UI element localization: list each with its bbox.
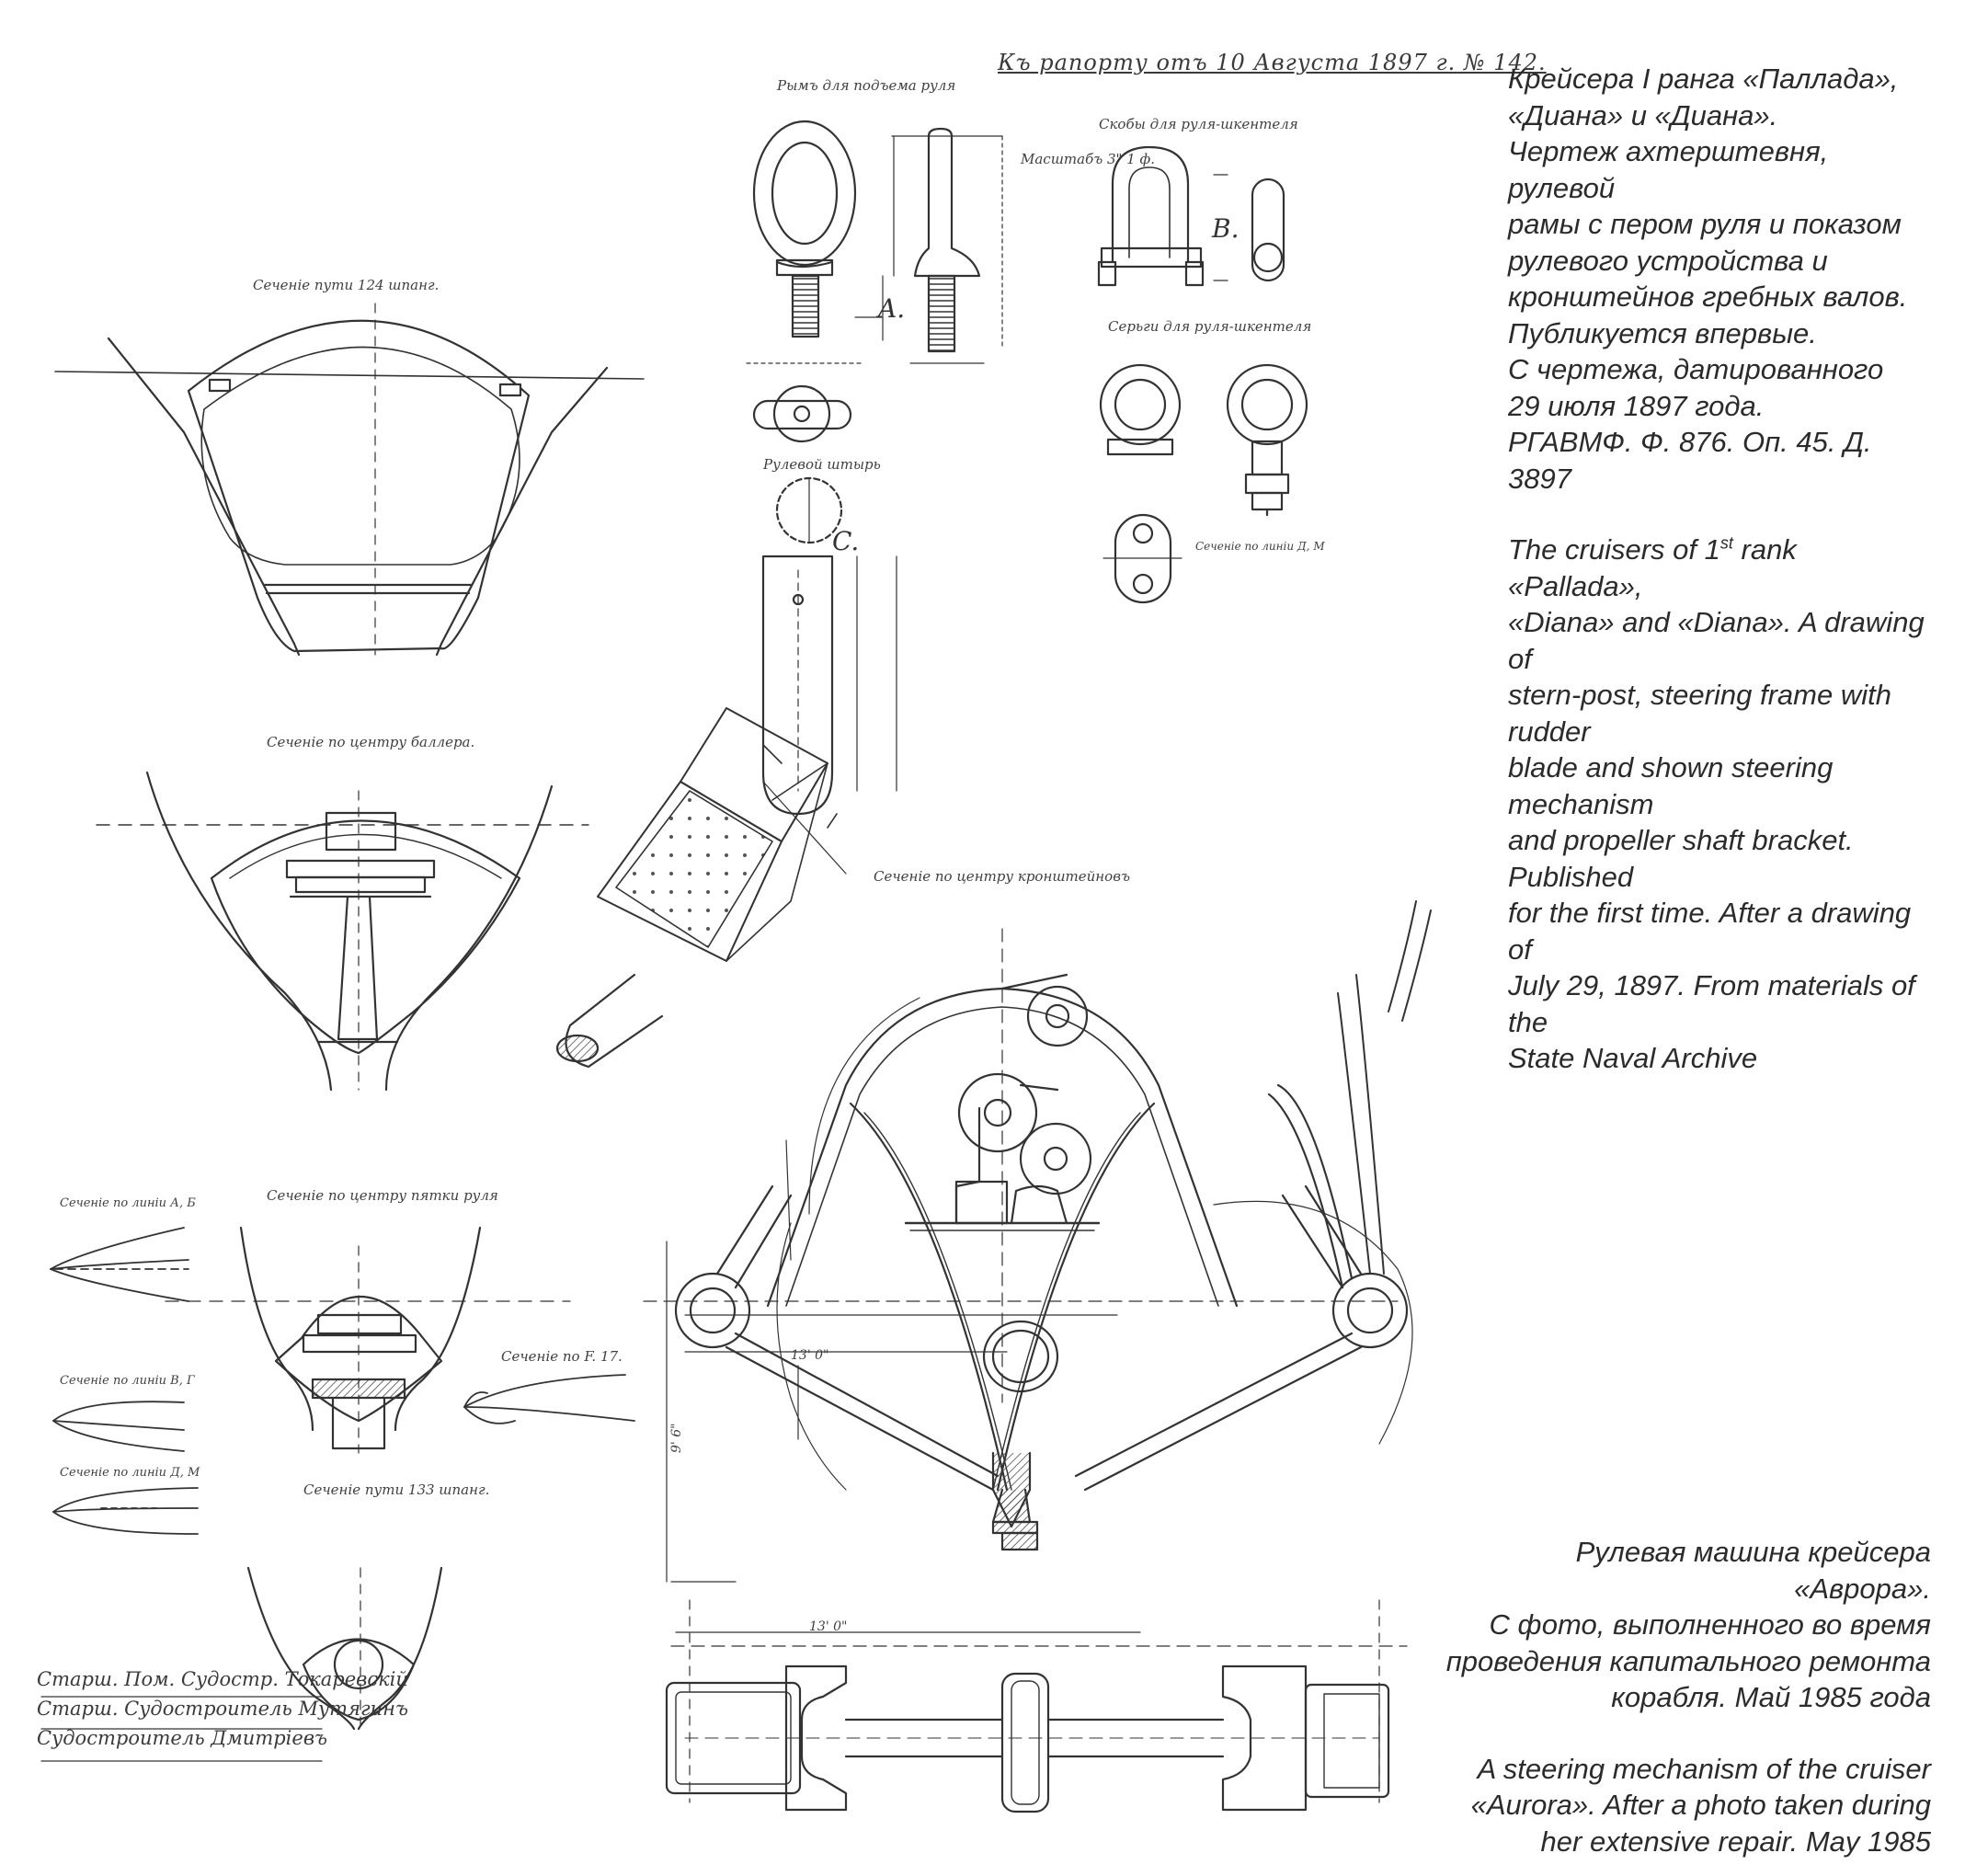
label-line-dm-small: Сеченiе по линiи Д, М — [60, 1466, 200, 1480]
caption-line: A steering mechanism of the cruiser — [1477, 1752, 1931, 1785]
rudder-pin — [761, 476, 897, 816]
caption-line: blade and shown steering mechanism — [1508, 751, 1834, 820]
label-letter-c: C. — [832, 526, 859, 556]
section-frame-124 — [54, 303, 645, 657]
caption-line: корабля. Май 1985 года — [1611, 1681, 1931, 1713]
label-line-note: Сеченiе по линiи Д, М — [1195, 540, 1325, 553]
caption-line: «Diana» and «Diana». A drawing of — [1508, 606, 1925, 675]
section-frame-133 — [246, 1566, 443, 1731]
caption-line: РГАВМФ. Ф. 876. Оп. 45. Д. 3897 — [1508, 426, 1872, 495]
caption-line: Рулевая машина крейсера — [1575, 1536, 1931, 1568]
caption-line: С чертежа, датированного — [1508, 353, 1884, 385]
caption-line: 29 июля 1897 года. — [1508, 389, 1765, 422]
rudder-pendant-straps — [1099, 363, 1308, 604]
caption-line: С фото, выполненного во время — [1489, 1608, 1931, 1641]
label-pin: Рулевой штырь — [762, 456, 881, 473]
caption-line: for the first time. After a drawing of — [1508, 897, 1912, 966]
label-shackles: Скобы для руля-шкентеля — [1099, 116, 1298, 132]
caption-line: July 29, 1897. From materials of the — [1508, 969, 1915, 1038]
caption-top: Крейсера I ранга «Паллада», «Диана» и «Д… — [1508, 61, 1931, 1077]
label-line-ab: Сеченiе по линiи А, Б — [60, 1196, 196, 1210]
plan-view — [665, 1599, 1408, 1813]
label-dim-13: 13' 0" — [791, 1348, 828, 1363]
caption-bottom: Рулевая машина крейсера «Аврора». С фото… — [1434, 1534, 1931, 1859]
caption-line: stern-post, steering frame with rudder — [1508, 679, 1891, 748]
caption-line: «Аврора». — [1794, 1572, 1931, 1605]
caption-line: Публикуется впервые. — [1508, 316, 1817, 349]
report-stamp: Къ рапорту отъ 10 Августа 1897 г. № 142. — [998, 50, 1547, 75]
caption-line: рулевого устройства и — [1508, 244, 1828, 277]
caption-line: рамы с пером руля и показом — [1508, 208, 1902, 240]
label-section-124: Сеченiе пути 124 шпанг. — [253, 277, 439, 293]
label-line-vg: Сеченiе по линiи В, Г — [60, 1374, 195, 1388]
caption-fragment: The cruisers of 1 — [1508, 533, 1720, 566]
caption-line: Чертеж ахтерштевня, рулевой — [1508, 135, 1829, 204]
caption-line: «Aurora». After a photo taken during — [1470, 1789, 1931, 1821]
caption-line: «Диана» и «Диана». — [1508, 98, 1778, 132]
label-letter-a: A. — [875, 293, 905, 324]
caption-line: and propeller shaft bracket. Published — [1508, 824, 1854, 893]
label-section-heel: Сеченiе по центру пятки руля — [267, 1187, 498, 1204]
label-dim-9: 9' 6" — [669, 1423, 684, 1453]
signature-line: Старш. Судостроитель Мутягинъ — [37, 1698, 408, 1720]
signature-line: Судостроитель Дмитрiевъ — [37, 1727, 328, 1749]
rudder-shackle — [1097, 145, 1285, 287]
label-section-baller: Сеченiе по центру баллера. — [267, 734, 474, 750]
label-section-f17: Сеченiе по F. 17. — [501, 1348, 623, 1365]
label-section-bracket: Сеченiе по центру кронштейновъ — [874, 868, 1130, 885]
small-sections-left — [50, 1227, 199, 1535]
label-section-133: Сеченiе пути 133 шпанг. — [303, 1481, 489, 1498]
caption-line: Крейсера I ранга «Паллада», — [1508, 63, 1899, 95]
label-scale: Масштабъ 3" 1 ф. — [1020, 151, 1155, 167]
caption-line: проведения капитального ремонта — [1445, 1644, 1931, 1677]
signature-block: Старш. Пом. Судостр. Токаревскiй Старш. … — [37, 1664, 408, 1761]
label-rudder-eye: Рымъ для подъема руля — [776, 77, 955, 94]
shaft-bracket-bearing — [555, 707, 847, 1069]
rudder-lifting-eye — [746, 120, 1003, 443]
section-rudder-heel — [165, 1226, 571, 1454]
signature-underlines — [40, 1696, 323, 1762]
caption-line: State Naval Archive — [1508, 1042, 1758, 1074]
label-letter-b: В. — [1211, 213, 1239, 244]
caption-line: The cruisers of 1st rank «Pallada», — [1508, 532, 1931, 604]
section-rudder-stock — [96, 771, 589, 1092]
label-straps: Серьги для руля-шкентеля — [1108, 318, 1311, 335]
section-f17 — [463, 1374, 635, 1424]
label-dim-13b: 13' 0" — [809, 1619, 847, 1634]
caption-superscript: st — [1719, 533, 1733, 553]
caption-line: her extensive repair. May 1985 — [1540, 1825, 1931, 1858]
signature-line: Старш. Пом. Судостр. Токаревскiй — [37, 1668, 408, 1690]
main-steering-frame — [643, 900, 1432, 1633]
caption-fragment: rank «Pallada», — [1508, 533, 1797, 602]
caption-line: кронштейнов гребных валов. — [1508, 280, 1908, 313]
